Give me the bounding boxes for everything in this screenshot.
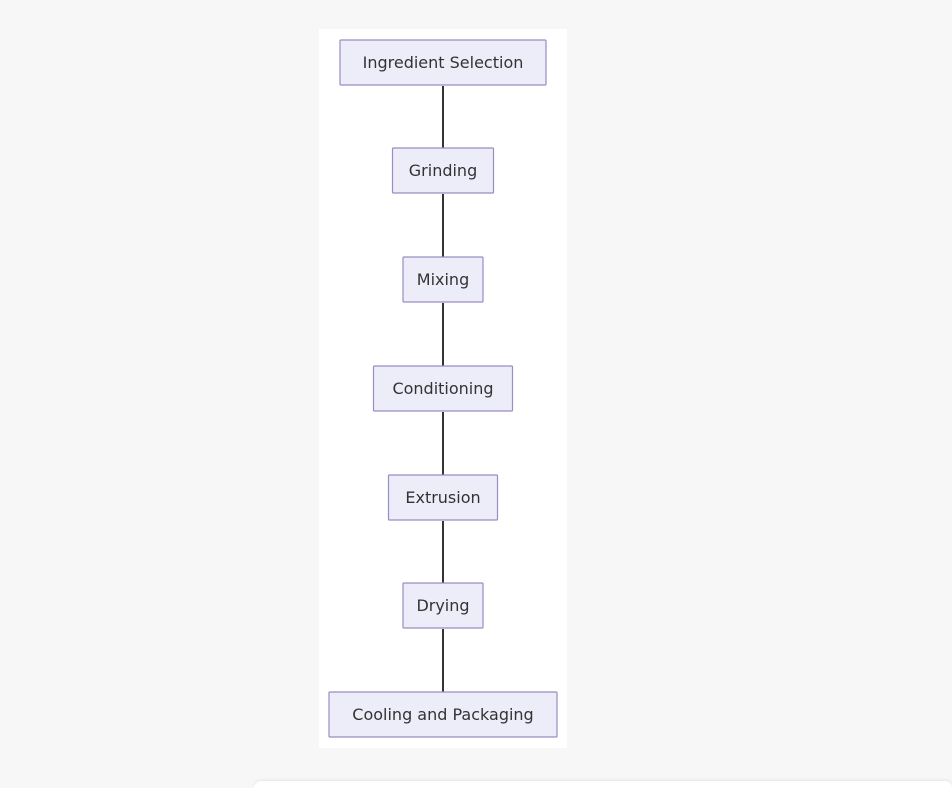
node-drying[interactable]: Drying — [402, 582, 484, 629]
node-box — [402, 582, 484, 629]
node-ingredient-selection[interactable]: Ingredient Selection — [339, 39, 547, 86]
node-box — [391, 147, 495, 194]
node-grinding[interactable]: Grinding — [391, 147, 495, 194]
node-label: Extrusion — [405, 488, 480, 507]
node-box — [372, 365, 514, 412]
node-label: Mixing — [417, 270, 469, 289]
node-box — [387, 474, 499, 521]
diagram-canvas: Ingredient Selection Grinding Mixing Con… — [319, 29, 567, 748]
node-label: Grinding — [409, 161, 477, 180]
node-label: Cooling and Packaging — [352, 705, 533, 724]
bottom-panel — [254, 781, 952, 788]
node-box — [402, 256, 484, 303]
node-label: Drying — [416, 596, 469, 615]
node-extrusion[interactable]: Extrusion — [387, 474, 499, 521]
node-mixing[interactable]: Mixing — [402, 256, 484, 303]
node-label: Ingredient Selection — [363, 53, 524, 72]
flowchart: Ingredient Selection Grinding Mixing Con… — [328, 39, 558, 738]
node-conditioning[interactable]: Conditioning — [372, 365, 514, 412]
node-cooling-and-packaging[interactable]: Cooling and Packaging — [328, 691, 558, 738]
node-label: Conditioning — [392, 379, 493, 398]
node-box — [328, 691, 558, 738]
node-box — [339, 39, 547, 86]
